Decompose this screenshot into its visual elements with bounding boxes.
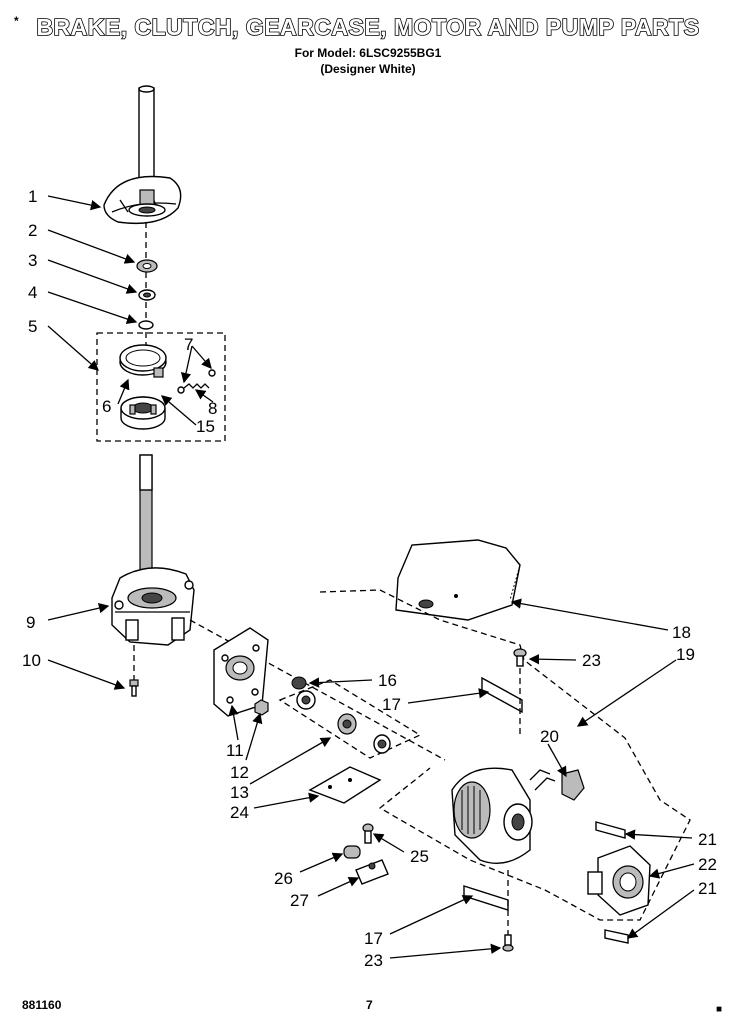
gearcase-part bbox=[111, 454, 195, 646]
callout-1: 1 bbox=[28, 187, 37, 206]
model-color: (Designer White) bbox=[320, 62, 416, 76]
spring-part bbox=[177, 369, 216, 394]
motor-bolt-upper-part bbox=[513, 648, 527, 735]
callout-12: 12 bbox=[230, 763, 249, 782]
callout-23-lower: 23 bbox=[364, 951, 383, 970]
callout-26: 26 bbox=[274, 869, 293, 888]
callout-4: 4 bbox=[28, 283, 37, 302]
callout-21-upper: 21 bbox=[698, 830, 717, 849]
motor-bolt-lower-part bbox=[502, 870, 514, 952]
pad-part bbox=[308, 766, 382, 804]
clamp-screw-part bbox=[362, 823, 374, 844]
callout-16: 16 bbox=[378, 671, 397, 690]
callout-17-lower: 17 bbox=[364, 929, 383, 948]
motor-shield-part bbox=[395, 539, 521, 621]
retaining-ring-part bbox=[138, 320, 154, 330]
gearcase-screw-part bbox=[129, 645, 139, 697]
callout-10: 10 bbox=[22, 651, 41, 670]
callout-18: 18 bbox=[672, 623, 691, 642]
leader-lines bbox=[47, 195, 695, 959]
coupling-part bbox=[296, 690, 391, 754]
callout-6: 6 bbox=[102, 397, 111, 416]
callout-11: 11 bbox=[226, 741, 244, 760]
clutch-kit-box bbox=[96, 332, 226, 442]
corner-mark: * bbox=[14, 14, 19, 28]
callout-19: 19 bbox=[676, 645, 695, 664]
callout-15: 15 bbox=[196, 417, 215, 436]
motor-bracket-rod-part bbox=[481, 676, 523, 714]
callout-13: 13 bbox=[230, 783, 249, 802]
callout-5: 5 bbox=[28, 317, 37, 336]
clamp-part bbox=[355, 859, 389, 885]
nut-small-part bbox=[254, 699, 269, 716]
callout-21-lower: 21 bbox=[698, 879, 717, 898]
page-number: 7 bbox=[366, 998, 373, 1012]
gearcase-cover-part bbox=[213, 627, 269, 717]
brake-assembly-part bbox=[103, 85, 182, 225]
motor-part bbox=[451, 767, 556, 864]
motor-bracket-rod-lower-part bbox=[463, 885, 509, 911]
page-title: BRAKE, CLUTCH, GEARCASE, MOTOR AND PUMP … bbox=[36, 13, 700, 41]
clutch-drum-part bbox=[120, 396, 166, 430]
clutch-band-part bbox=[119, 344, 167, 378]
callout-8: 8 bbox=[208, 399, 217, 418]
callout-17-upper: 17 bbox=[382, 695, 401, 714]
model-number: For Model: 6LSC9255BG1 bbox=[294, 46, 442, 60]
motor-switch-part bbox=[561, 769, 585, 801]
callout-25: 25 bbox=[410, 847, 429, 866]
callout-23-upper: 23 bbox=[582, 651, 601, 670]
callout-24: 24 bbox=[230, 803, 249, 822]
nut-part bbox=[291, 676, 307, 690]
callout-numbers: 1 2 3 4 5 6 7 8 15 9 10 16 11 12 13 24 1… bbox=[22, 187, 717, 970]
corner-square-mark: ■ bbox=[716, 1004, 723, 1015]
document-number: 881160 bbox=[22, 998, 62, 1012]
callout-9: 9 bbox=[26, 613, 35, 632]
pump-clip-upper-part bbox=[595, 821, 626, 839]
pump-part bbox=[587, 845, 651, 916]
callout-7: 7 bbox=[184, 335, 193, 354]
ring-part bbox=[138, 289, 156, 301]
motor-assembly-outline bbox=[319, 589, 691, 921]
callout-3: 3 bbox=[28, 251, 37, 270]
callout-2: 2 bbox=[28, 221, 37, 240]
callout-27: 27 bbox=[290, 891, 309, 910]
callout-22: 22 bbox=[698, 855, 717, 874]
callout-20: 20 bbox=[540, 727, 559, 746]
washer-part bbox=[136, 259, 158, 273]
bushing-part bbox=[343, 845, 361, 859]
pump-clip-lower-part bbox=[604, 929, 629, 944]
